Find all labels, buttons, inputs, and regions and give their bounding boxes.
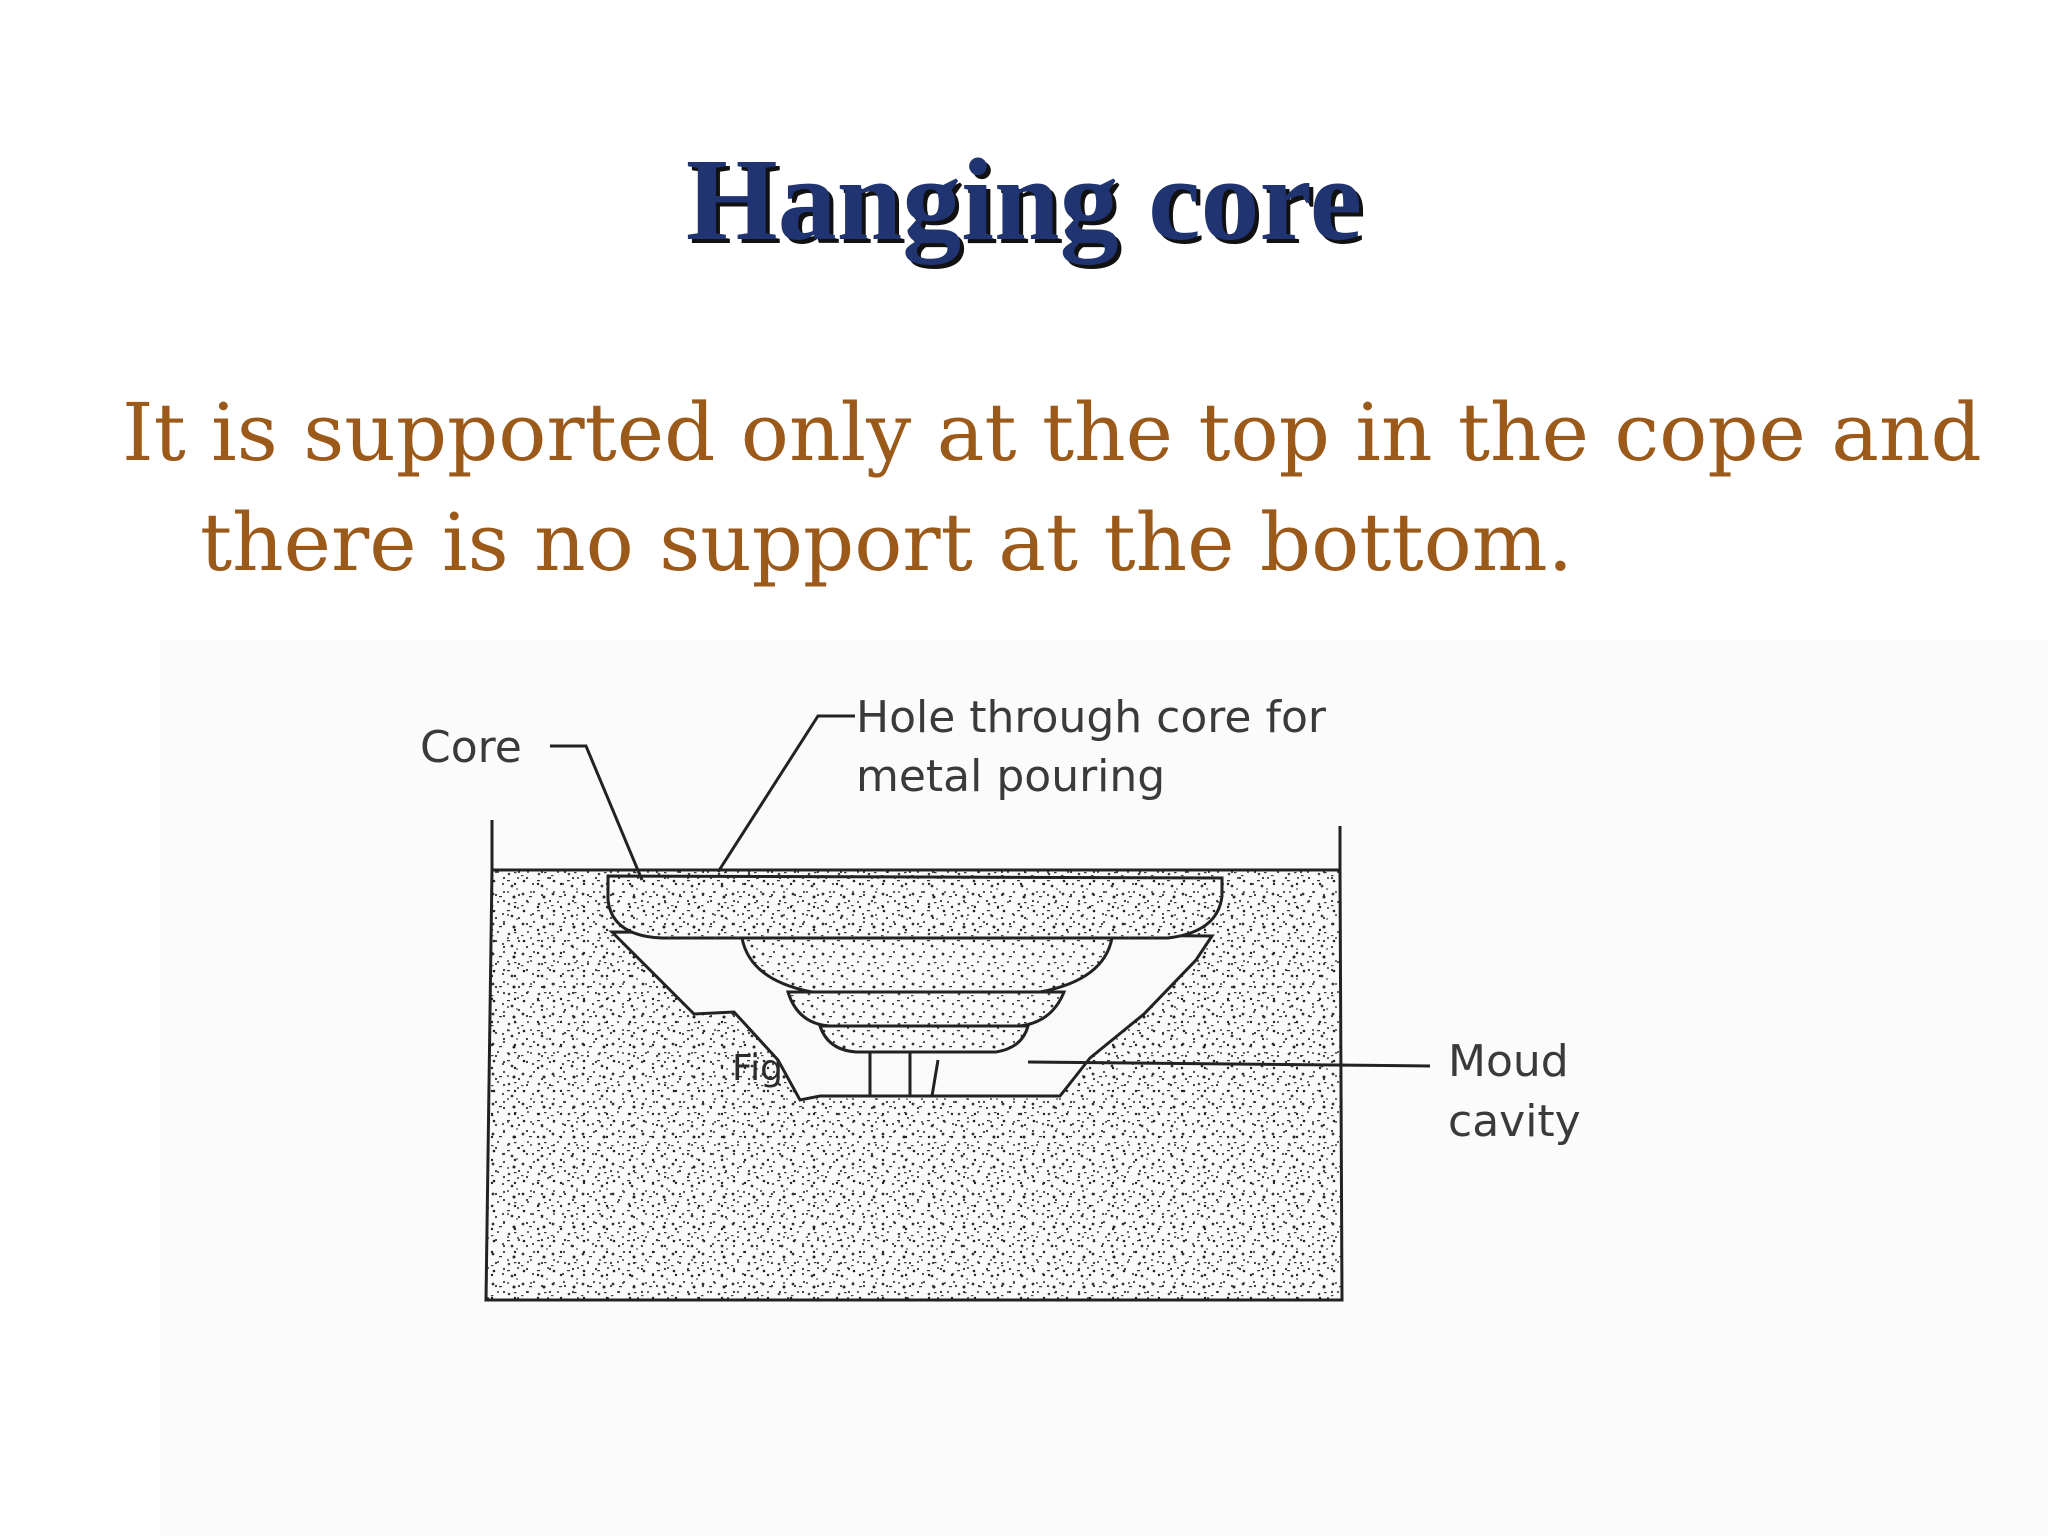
pour-hole-line-3 [930,1059,940,1097]
core-leader-line [550,744,644,881]
label-hole-line-2: metal pouring [856,751,1165,802]
label-hole-line-1: Hole through core for [856,692,1327,743]
core-lower-step [785,990,1067,1028]
body-line-2: there is no support at the bottom. [200,496,1574,589]
body-line-1: It is supported only at the top in the c… [122,386,1982,479]
hanging-core-diagram: Core Hole through core for metal pouring… [400,680,1640,1340]
hole-leader-line [716,714,855,873]
core-bottom-step [817,1024,1030,1054]
diagram-svg: Core Hole through core for metal pouring… [420,692,1581,1302]
label-fig: Fig [732,1048,783,1089]
label-mould-line-2: cavity [1448,1096,1581,1147]
core-hanging-body [740,936,1114,994]
slide-title: Hanging core [685,134,1363,265]
label-mould-line-1: Moud [1448,1036,1569,1087]
mould-cavity-leader-line [1027,1060,1431,1068]
label-core: Core [420,722,522,773]
slide-body: It is supported only at the top in the c… [122,378,1982,598]
